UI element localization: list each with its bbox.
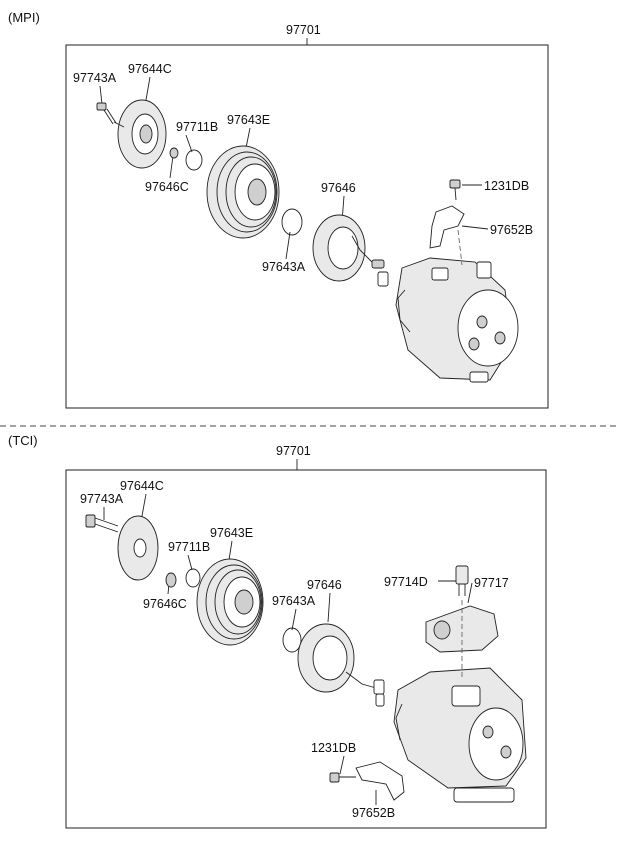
hub-plate-part	[117, 515, 159, 581]
bolt-part	[85, 514, 119, 533]
label-97643A: 97643A	[262, 260, 306, 274]
bracket-part	[429, 205, 465, 249]
bolt-1231DB-part	[329, 772, 356, 783]
label-97644C: 97644C	[120, 479, 164, 493]
label-97644C: 97644C	[128, 62, 172, 76]
label-1231DB: 1231DB	[484, 179, 529, 193]
snap-ring-part	[185, 568, 201, 588]
compressor-part	[393, 600, 527, 803]
label-97652B: 97652B	[490, 223, 533, 237]
ring-part	[281, 208, 303, 236]
label-97743A: 97743A	[80, 492, 124, 506]
section-tci: (TCI) 97701 97644C 97743A 97643E 97711B …	[8, 433, 547, 829]
label-97714D: 97714D	[384, 575, 428, 589]
label-97743A: 97743A	[73, 71, 117, 85]
valve-part	[455, 565, 469, 596]
label-97643E: 97643E	[210, 526, 253, 540]
label-1231DB: 1231DB	[311, 741, 356, 755]
label-97646C: 97646C	[143, 597, 187, 611]
label-97646: 97646	[307, 578, 342, 592]
label-97643A: 97643A	[272, 594, 316, 608]
field-coil-part	[297, 623, 385, 707]
label-97652B: 97652B	[352, 806, 395, 820]
field-coil-part	[312, 214, 389, 287]
section-tag-mpi: (MPI)	[8, 10, 40, 25]
bracket-part	[355, 761, 405, 801]
bolt-part	[96, 102, 117, 125]
assembly-frame-mpi	[65, 44, 549, 409]
pulley-part	[206, 145, 280, 239]
assembly-number-tci: 97701	[276, 444, 311, 458]
label-97711B: 97711B	[168, 540, 210, 554]
bolt-1231DB-part	[449, 179, 461, 201]
section-tag-tci: (TCI)	[8, 433, 38, 448]
nut-part	[165, 572, 177, 588]
section-mpi: (MPI) 97701 97743A 97644C 97711B 97643E …	[8, 10, 549, 409]
nut-part	[169, 147, 179, 159]
label-97717: 97717	[474, 576, 509, 590]
snap-ring-part	[185, 149, 203, 171]
label-97711B: 97711B	[176, 120, 218, 134]
label-97646C: 97646C	[145, 180, 189, 194]
label-97643E: 97643E	[227, 113, 270, 127]
pulley-part	[196, 558, 264, 646]
label-97646: 97646	[321, 181, 356, 195]
ring-part	[282, 627, 302, 653]
assembly-frame-tci	[65, 469, 547, 829]
hub-plate-part	[113, 99, 167, 169]
compressor-part	[395, 229, 519, 383]
assembly-number-mpi: 97701	[286, 23, 321, 37]
